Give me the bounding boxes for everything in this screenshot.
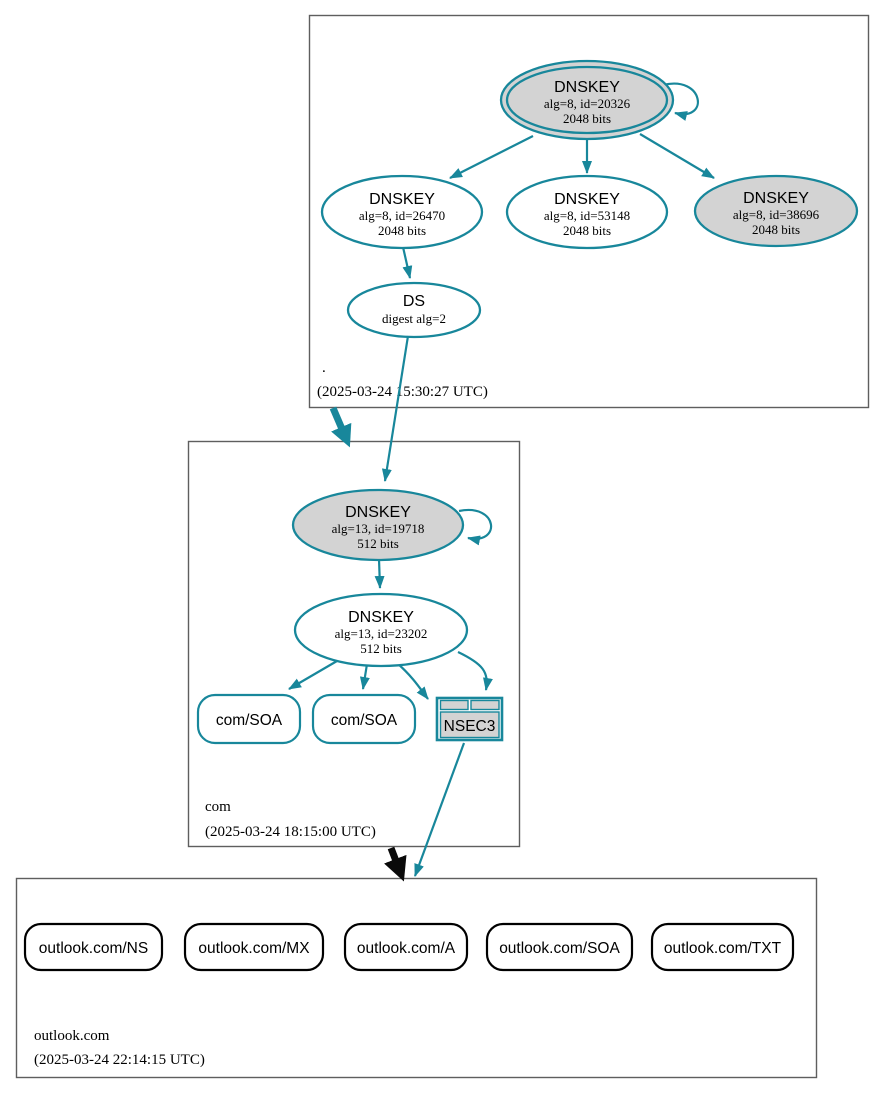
node-title: DNSKEY	[348, 609, 414, 626]
node-attr2: 2048 bits	[563, 223, 611, 238]
node-attr2: 512 bits	[357, 536, 399, 551]
node-attr1: alg=8, id=26470	[359, 208, 445, 223]
edge-com-zsk-to-soa1	[288, 660, 338, 690]
node-attr1: digest alg=2	[382, 311, 446, 326]
edge-com-zsk-to-nsec3-side	[396, 662, 429, 700]
node-com-soa-1[interactable]: com/SOA	[196, 693, 302, 745]
node-outlook-soa[interactable]: outlook.com/SOA	[485, 922, 634, 972]
delegation-edges	[329, 335, 466, 882]
edge-com-ksk-self-loop	[458, 508, 493, 546]
zone-com-timestamp: (2025-03-24 18:15:00 UTC)	[205, 824, 376, 840]
node-title: DS	[403, 293, 425, 310]
node-root-dnskey-26470[interactable]: DNSKEY alg=8, id=26470 2048 bits	[320, 174, 484, 250]
zone-outlook-timestamp: (2025-03-24 22:14:15 UTC)	[34, 1052, 205, 1068]
zone-root: . (2025-03-24 15:30:27 UTC) DNSKEY alg=8…	[308, 14, 870, 409]
node-title: DNSKEY	[369, 191, 435, 208]
edge-com-ksk-to-zsk	[374, 558, 385, 589]
node-outlook-mx[interactable]: outlook.com/MX	[183, 922, 325, 972]
node-label: com/SOA	[216, 712, 283, 729]
node-label: outlook.com/A	[357, 940, 456, 957]
node-label: outlook.com/SOA	[499, 940, 620, 957]
node-root-dnskey-20326[interactable]: DNSKEY alg=8, id=20326 2048 bits	[499, 59, 675, 141]
node-attr1: alg=13, id=23202	[335, 626, 428, 641]
node-label: outlook.com/NS	[39, 940, 148, 957]
zone-root-label: .	[322, 360, 326, 376]
node-title: DNSKEY	[554, 79, 620, 96]
node-label: outlook.com/MX	[198, 940, 310, 957]
node-attr1: alg=8, id=38696	[733, 207, 820, 222]
edge-delegation-com-to-outlook	[384, 846, 407, 882]
node-com-dnskey-19718[interactable]: DNSKEY alg=13, id=19718 512 bits	[291, 488, 465, 562]
node-com-nsec3[interactable]: NSEC3	[435, 696, 504, 742]
edge-root-ds-to-com-ksk	[381, 335, 410, 482]
node-title: DNSKEY	[554, 191, 620, 208]
node-attr2: 2048 bits	[752, 222, 800, 237]
zone-outlook-label: outlook.com	[34, 1028, 110, 1044]
node-outlook-txt[interactable]: outlook.com/TXT	[650, 922, 795, 972]
edge-root-ksk-self-loop	[662, 82, 699, 121]
node-com-soa-2[interactable]: com/SOA	[311, 693, 417, 745]
node-root-dnskey-38696[interactable]: DNSKEY alg=8, id=38696 2048 bits	[693, 174, 859, 248]
node-attr1: alg=8, id=20326	[544, 96, 631, 111]
edge-com-zsk-to-nsec3-top	[457, 651, 493, 691]
edge-root-zsk-26470-to-ds	[401, 246, 413, 279]
node-com-dnskey-23202[interactable]: DNSKEY alg=13, id=23202 512 bits	[293, 592, 469, 668]
node-label: NSEC3	[444, 718, 496, 735]
node-outlook-ns[interactable]: outlook.com/NS	[23, 922, 164, 972]
zone-outlook-border	[15, 877, 818, 1079]
node-label: com/SOA	[331, 712, 398, 729]
node-outlook-a[interactable]: outlook.com/A	[343, 922, 469, 972]
zone-root-timestamp: (2025-03-24 15:30:27 UTC)	[317, 384, 488, 400]
node-attr2: 2048 bits	[563, 111, 611, 126]
node-attr2: 512 bits	[360, 641, 402, 656]
node-attr2: 2048 bits	[378, 223, 426, 238]
edge-delegation-root-to-com	[329, 406, 352, 448]
node-title: DNSKEY	[345, 504, 411, 521]
edge-root-ksk-to-zsk-26470	[449, 135, 534, 179]
zone-com-label: com	[205, 799, 231, 815]
node-title: DNSKEY	[743, 190, 809, 207]
zone-com: com (2025-03-24 18:15:00 UTC) DNSKEY alg…	[187, 440, 521, 848]
edge-com-zsk-to-soa2	[359, 663, 370, 690]
edge-com-nsec3-to-outlook	[413, 742, 466, 877]
node-label: outlook.com/TXT	[664, 940, 782, 957]
node-attr1: alg=8, id=53148	[544, 208, 630, 223]
node-root-dnskey-53148[interactable]: DNSKEY alg=8, id=53148 2048 bits	[505, 174, 669, 250]
node-attr1: alg=13, id=19718	[332, 521, 425, 536]
node-root-ds[interactable]: DS digest alg=2	[346, 281, 482, 339]
edge-root-ksk-to-zsk-38696	[639, 133, 715, 179]
zone-outlook: outlook.com (2025-03-24 22:14:15 UTC) ou…	[15, 877, 818, 1079]
